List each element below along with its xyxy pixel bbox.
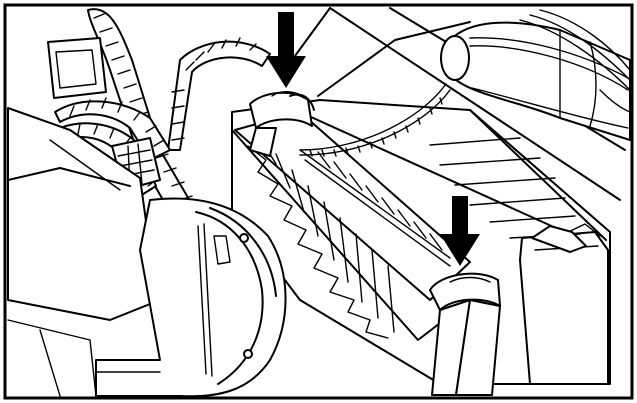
corrugated-hose-wiring bbox=[167, 37, 271, 151]
arrow-down-icon[interactable] bbox=[266, 12, 306, 88]
arrow-down-icon[interactable] bbox=[440, 196, 480, 266]
thin-wire bbox=[299, 83, 451, 157]
lower-left-components bbox=[7, 319, 97, 397]
right-wiring-bundle bbox=[519, 9, 631, 113]
lower-clamp bbox=[429, 272, 501, 396]
left-bracket bbox=[47, 37, 107, 99]
arrow-upper[interactable] bbox=[266, 12, 306, 88]
housing-tab bbox=[531, 225, 587, 253]
throttle-body bbox=[95, 197, 287, 398]
arrow-lower[interactable] bbox=[440, 196, 480, 266]
upper-clamp bbox=[249, 91, 315, 157]
